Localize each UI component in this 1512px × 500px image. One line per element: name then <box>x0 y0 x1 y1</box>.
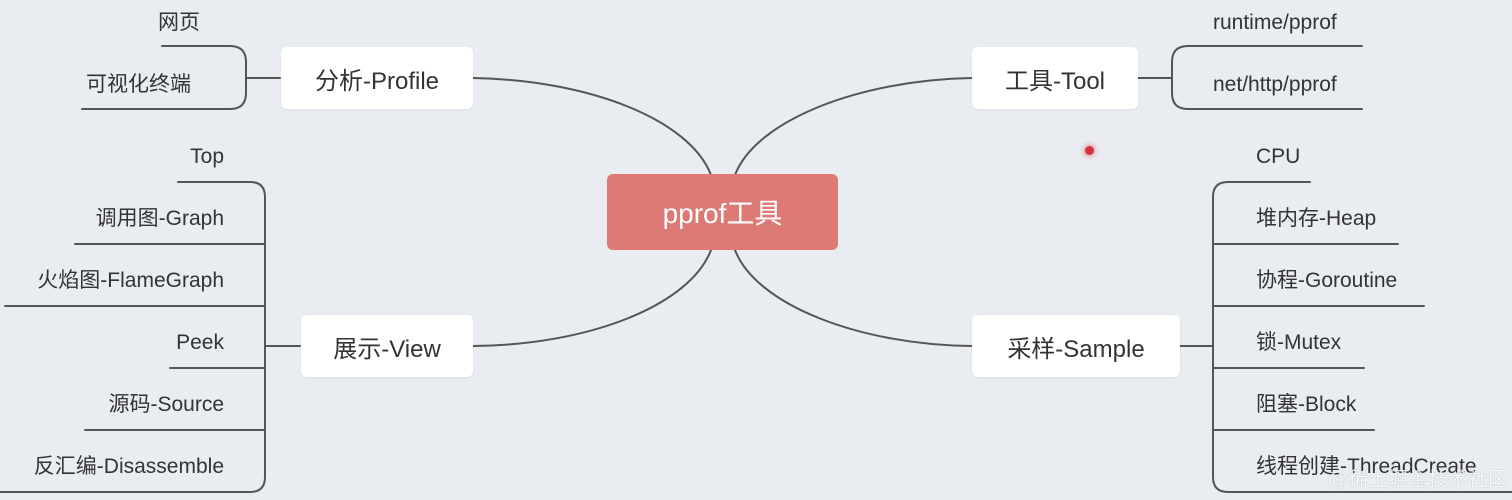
connector-root-view <box>472 249 712 347</box>
cursor-pointer-dot <box>1085 146 1094 155</box>
leaf-tool-net-http-pprof[interactable]: net/http/pprof <box>1213 73 1337 96</box>
watermark-text: @稀土掘金技术社区 <box>1327 469 1508 491</box>
branch-tool-label: 工具-Tool <box>1004 67 1106 95</box>
leaf-view-source[interactable]: 源码-Source <box>108 393 224 416</box>
connector-root-profile <box>472 77 712 176</box>
branch-sample[interactable]: 采样-Sample <box>972 315 1180 377</box>
leaf-sample-cpu[interactable]: CPU <box>1256 145 1301 168</box>
leaf-view-graph[interactable]: 调用图-Graph <box>95 207 224 230</box>
connector-root-sample <box>734 249 973 347</box>
branch-profile-label: 分析-Profile <box>314 67 440 95</box>
connector-root-tool <box>734 77 973 176</box>
leaf-sample-heap[interactable]: 堆内存-Heap <box>1256 207 1377 230</box>
branch-profile[interactable]: 分析-Profile <box>281 47 473 109</box>
leaf-view-disassemble[interactable]: 反汇编-Disassemble <box>33 455 224 478</box>
leaf-sample-goroutine[interactable]: 协程-Goroutine <box>1256 269 1398 292</box>
leaf-sample-threadcreate[interactable]: 线程创建-ThreadCreate <box>1256 455 1477 478</box>
leaf-profile-web[interactable]: 网页 <box>158 11 200 34</box>
branch-view[interactable]: 展示-View <box>301 315 473 377</box>
leaf-sample-mutex[interactable]: 锁-Mutex <box>1256 331 1342 354</box>
branch-tool[interactable]: 工具-Tool <box>972 47 1138 109</box>
leaf-view-peek[interactable]: Peek <box>176 331 224 354</box>
leaf-view-flamegraph[interactable]: 火焰图-FlameGraph <box>37 269 224 292</box>
leaf-tool-runtime-pprof[interactable]: runtime/pprof <box>1213 11 1337 34</box>
branch-view-label: 展示-View <box>333 335 441 363</box>
root-node[interactable]: pprof工具 <box>607 174 838 250</box>
leaf-view-top[interactable]: Top <box>190 145 224 168</box>
branch-sample-label: 采样-Sample <box>1007 335 1145 363</box>
leaf-sample-block[interactable]: 阻塞-Block <box>1256 393 1357 416</box>
leaf-profile-terminal[interactable]: 可视化终端 <box>86 73 191 96</box>
root-label: pprof工具 <box>662 198 783 229</box>
